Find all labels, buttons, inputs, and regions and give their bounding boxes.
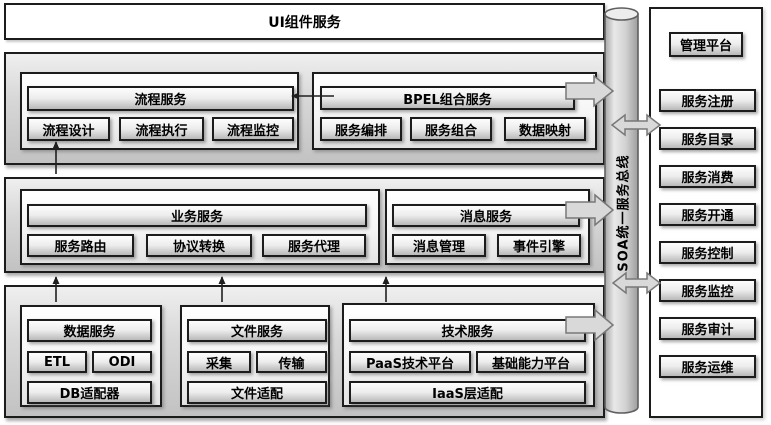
business-services-box: 业务服务 服务路由 协议转换 服务代理 (20, 189, 380, 265)
paas-platform-box: PaaS技术平台 (349, 351, 471, 373)
process-services-box: 流程服务 流程设计 流程执行 流程监控 (20, 72, 299, 150)
soa-bus-cylinder-top (604, 7, 639, 21)
service-orchestration-box: 服务编排 (320, 117, 402, 141)
event-engine-box: 事件引擎 (497, 234, 581, 257)
ui-component-services-bar: UI组件服务 (4, 3, 605, 40)
process-design-box: 流程设计 (27, 117, 110, 141)
service-composition-box: 服务组合 (410, 117, 492, 141)
management-platform-box: 管理平台 (669, 32, 743, 57)
message-management-box: 消息管理 (392, 234, 486, 257)
base-layer-group: 数据服务 ETL ODI DB适配器 文件服务 采集 传输 文件适配 技术服务 … (4, 285, 605, 418)
protocol-conversion-box: 协议转换 (146, 234, 252, 257)
etl-box: ETL (27, 351, 87, 373)
process-execution-box: 流程执行 (119, 117, 204, 141)
file-services-box: 文件服务 采集 传输 文件适配 (180, 305, 330, 407)
tech-services-box: 技术服务 PaaS技术平台 基础能力平台 IaaS层适配 (342, 303, 595, 407)
service-monitor-box: 服务监控 (659, 279, 756, 302)
service-provision-box: 服务开通 (659, 203, 756, 226)
file-services-header: 文件服务 (187, 319, 327, 342)
transfer-box: 传输 (256, 351, 327, 373)
service-routing-box: 服务路由 (27, 234, 134, 257)
soa-bus-label: SOA统一服务总线 (616, 154, 632, 272)
odi-box: ODI (92, 351, 152, 373)
service-control-box: 服务控制 (659, 241, 756, 264)
process-services-header: 流程服务 (27, 86, 294, 111)
file-adapter-box: 文件适配 (187, 381, 327, 404)
message-services-box: 消息服务 消息管理 事件引擎 (385, 189, 590, 265)
iaas-adapter-box: IaaS层适配 (349, 381, 586, 404)
management-panel: 管理平台 服务注册 服务目录 服务消费 服务开通 服务控制 服务监控 服务审计 … (649, 7, 763, 418)
service-ops-box: 服务运维 (659, 355, 756, 378)
service-consume-box: 服务消费 (659, 165, 756, 188)
data-services-header: 数据服务 (27, 319, 152, 342)
collection-box: 采集 (187, 351, 251, 373)
bpel-composite-services-box: BPEL组合服务 服务编排 服务组合 数据映射 (312, 72, 597, 150)
business-services-header: 业务服务 (27, 204, 367, 227)
bpel-composite-services-header: BPEL组合服务 (320, 86, 575, 110)
service-register-box: 服务注册 (659, 89, 756, 112)
data-mapping-box: 数据映射 (504, 117, 586, 141)
data-services-box: 数据服务 ETL ODI DB适配器 (20, 305, 162, 407)
base-capability-platform-box: 基础能力平台 (476, 351, 586, 373)
process-layer-group: 流程服务 流程设计 流程执行 流程监控 BPEL组合服务 服务编排 服务组合 数… (4, 52, 605, 165)
service-proxy-box: 服务代理 (262, 234, 366, 257)
process-monitor-box: 流程监控 (212, 117, 294, 141)
message-services-header: 消息服务 (392, 204, 580, 227)
db-adapter-box: DB适配器 (27, 381, 152, 404)
service-layer-group: 业务服务 服务路由 协议转换 服务代理 消息服务 消息管理 事件引擎 (4, 177, 605, 273)
service-catalog-box: 服务目录 (659, 127, 756, 150)
service-audit-box: 服务审计 (659, 317, 756, 340)
tech-services-header: 技术服务 (349, 319, 586, 342)
